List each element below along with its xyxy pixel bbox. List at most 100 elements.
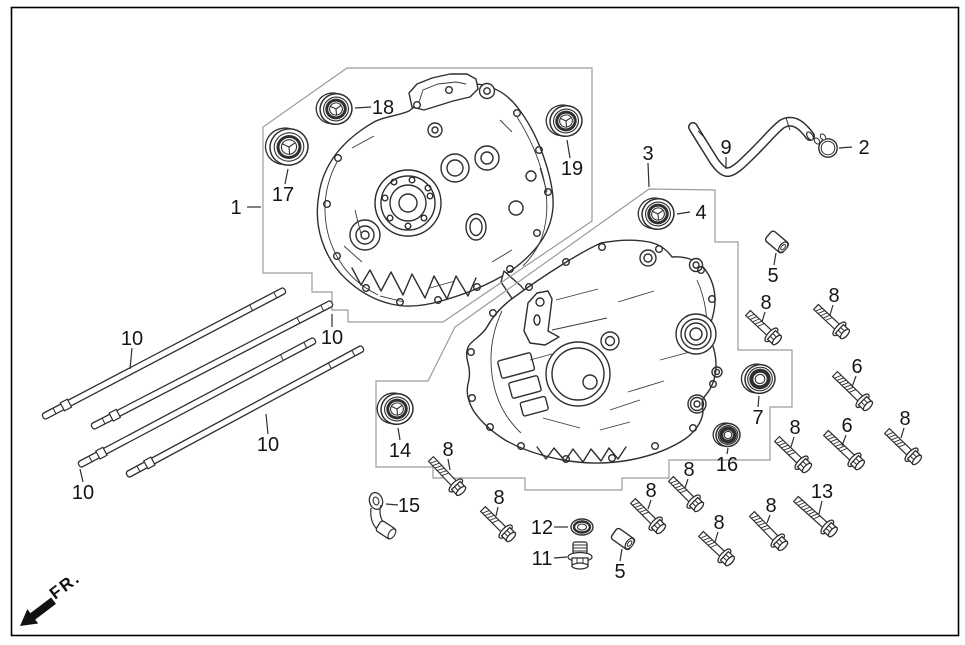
- assembly-group-boundary-right: [375, 188, 793, 491]
- callout-label-4: 4: [695, 202, 706, 224]
- callout-label-16: 16: [716, 454, 738, 476]
- part-bolt-8: [773, 435, 813, 474]
- callout-label-10: 10: [257, 434, 279, 456]
- part-bracket-15: [368, 491, 397, 540]
- fr-arrow-icon: [20, 597, 56, 626]
- leader-line: [676, 211, 691, 215]
- callout-6: 6: [851, 356, 863, 388]
- leader-line: [385, 503, 399, 506]
- callout-10: 10: [257, 413, 279, 456]
- callout-label-17: 17: [272, 184, 294, 206]
- part-clamp-2: [813, 133, 838, 158]
- callout-label-11: 11: [532, 548, 553, 570]
- part-breather-tube-9: [688, 116, 815, 178]
- part-bolt-8: [479, 505, 517, 543]
- callout-label-6: 6: [841, 415, 852, 437]
- part-bolt-8: [812, 303, 851, 340]
- callout-17: 17: [272, 168, 294, 206]
- part-stud-10: [41, 287, 287, 420]
- loose-parts: [41, 92, 923, 570]
- leader-line: [354, 106, 372, 109]
- leader-line: [790, 436, 795, 448]
- callout-8: 8: [828, 285, 840, 316]
- part-bolt-8: [748, 510, 789, 552]
- callout-label-8: 8: [899, 408, 910, 430]
- part-dowel-5: [764, 230, 790, 254]
- leader-line: [447, 458, 451, 471]
- callout-label-13: 13: [811, 481, 833, 503]
- part-bolt-13: [792, 495, 838, 538]
- leader-line: [647, 499, 652, 510]
- part-stud-10: [90, 300, 334, 430]
- leader-line: [619, 548, 623, 562]
- callout-8: 8: [493, 487, 505, 517]
- leader-line: [838, 146, 853, 149]
- callout-label-8: 8: [442, 439, 453, 461]
- callout-16: 16: [716, 447, 738, 476]
- leader-line: [284, 168, 289, 185]
- callout-8: 8: [899, 408, 911, 439]
- callout-11: 11: [532, 548, 568, 570]
- callout-8: 8: [442, 439, 454, 471]
- callout-label-8: 8: [493, 487, 504, 509]
- callout-18: 18: [354, 97, 394, 119]
- leader-line: [129, 347, 133, 370]
- leader-line: [265, 413, 269, 435]
- callout-label-8: 8: [828, 285, 839, 307]
- callout-5: 5: [767, 252, 779, 287]
- leader-line: [761, 311, 766, 323]
- callout-label-5: 5: [767, 265, 778, 287]
- callout-label-6: 6: [851, 356, 862, 378]
- leader-line: [773, 252, 777, 266]
- part-bolt-8: [744, 309, 783, 346]
- part-bolt-8: [427, 455, 467, 497]
- leader-line: [79, 468, 84, 483]
- callout-8: 8: [683, 459, 695, 489]
- callout-label-8: 8: [789, 417, 800, 439]
- callout-8: 8: [765, 495, 777, 524]
- callout-9: 9: [720, 137, 732, 169]
- callout-15: 15: [385, 495, 420, 517]
- leader-line: [726, 447, 729, 455]
- callout-3: 3: [642, 143, 654, 188]
- callout-13: 13: [811, 481, 833, 515]
- callout-8: 8: [760, 292, 772, 323]
- part-bolt-8: [697, 530, 736, 567]
- callout-10: 10: [72, 468, 94, 504]
- leader-line: [684, 478, 689, 489]
- callout-label-10: 10: [72, 482, 94, 504]
- leader-line: [566, 139, 571, 159]
- part-seal-7: [740, 363, 776, 395]
- callout-label-10: 10: [121, 328, 143, 350]
- part-bearing-18: [315, 92, 353, 126]
- callout-label-8: 8: [760, 292, 771, 314]
- callout-8: 8: [713, 512, 725, 543]
- leader-line: [495, 506, 499, 517]
- callout-label-9: 9: [720, 137, 731, 159]
- leader-line: [900, 427, 905, 439]
- leader-line: [553, 556, 568, 559]
- callout-7: 7: [752, 395, 764, 429]
- part-stud-10: [77, 337, 317, 468]
- callout-6: 6: [841, 415, 853, 447]
- callout-label-5: 5: [614, 561, 625, 583]
- callout-label-15: 15: [398, 495, 420, 517]
- part-dowel-5: [610, 527, 636, 551]
- leader-line: [818, 500, 823, 515]
- callout-label-7: 7: [752, 407, 763, 429]
- callout-14: 14: [389, 427, 411, 462]
- part-bolt-8: [629, 497, 667, 535]
- part-stud-10: [125, 345, 365, 478]
- part-bolt-8: [883, 427, 923, 466]
- part-bearing-4: [637, 197, 675, 231]
- part-washer-12: [570, 518, 594, 536]
- callout-label-8: 8: [713, 512, 724, 534]
- callout-2: 2: [838, 137, 870, 159]
- callout-label-10: 10: [321, 327, 343, 349]
- part-bearing-19: [545, 104, 583, 138]
- callout-12: 12: [531, 517, 568, 539]
- leader-line: [757, 395, 760, 408]
- part-bearing-14: [376, 392, 414, 426]
- leader-line: [397, 427, 401, 441]
